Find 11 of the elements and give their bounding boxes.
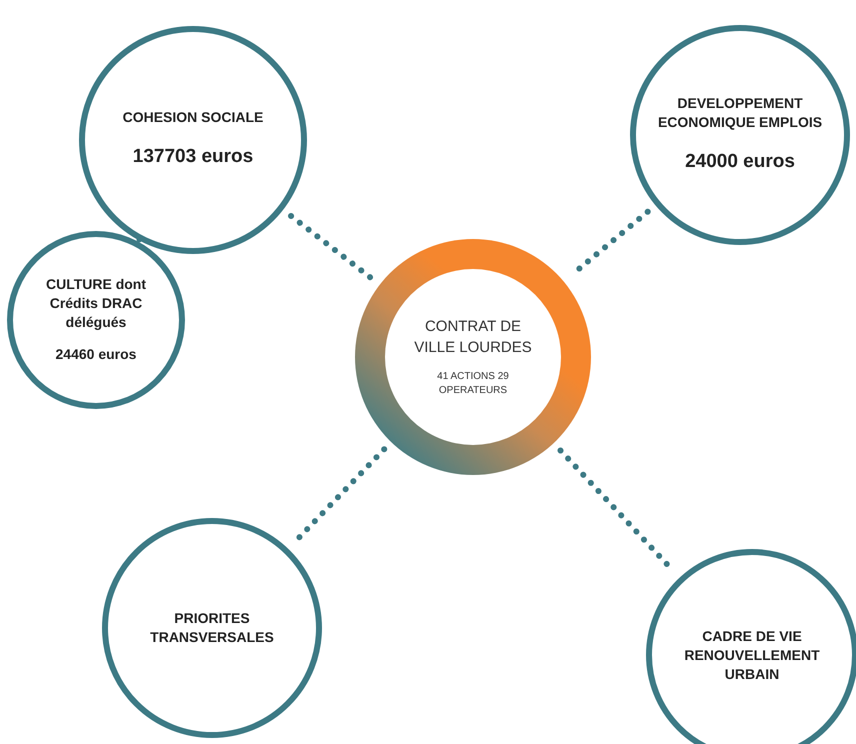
node-title: CULTURE dont Crédits DRAC délégués [44, 275, 148, 332]
amount-text: 137703 euros [132, 145, 254, 170]
amount-text: 24460 euros [56, 345, 136, 364]
dotted-connector [288, 212, 375, 282]
node-title: CADRE DE VIE RENOUVELLEMENT URBAIN [683, 626, 821, 684]
amount-text: 24000 euros [685, 150, 795, 174]
node-title: PRIORITES TRANSVERSALES [149, 609, 275, 647]
node-title: DEVELOPPEMENT ECONOMIQUE EMPLOIS [656, 94, 824, 132]
node-title: COHESION SOCIALE [122, 108, 264, 128]
node-detail: 41 ACTIONS 29 OPERATEURS [436, 370, 510, 398]
node-title: CONTRAT DE VILLE LOURDES [413, 317, 533, 358]
